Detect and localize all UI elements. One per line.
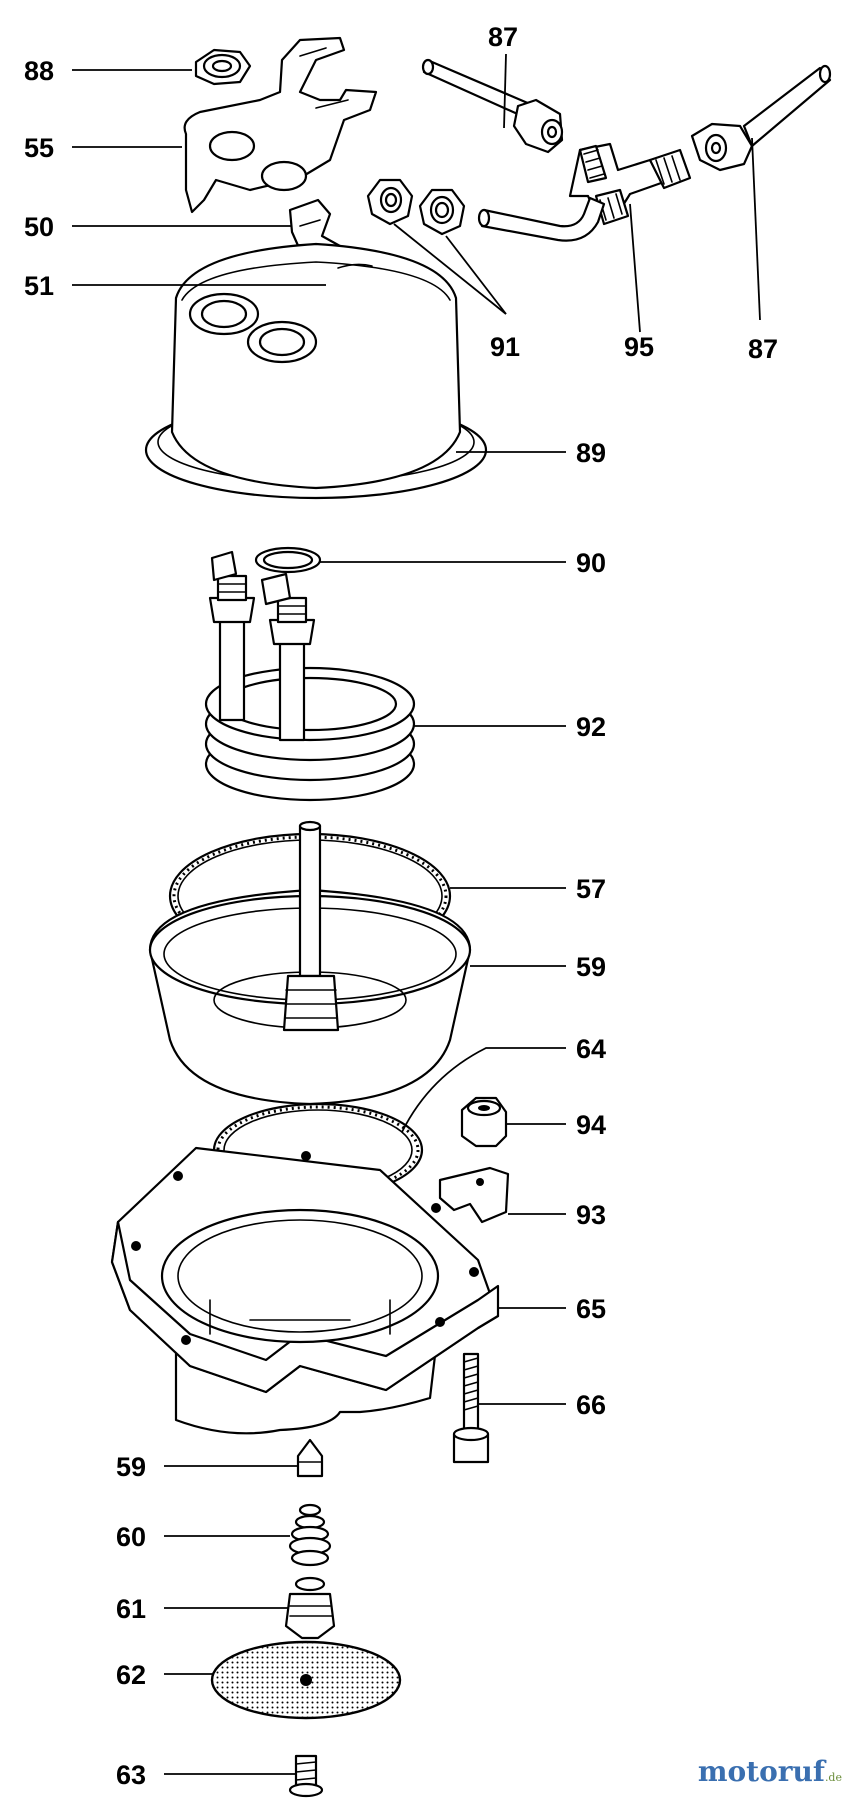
label-64: 64	[576, 1034, 606, 1064]
label-95: 95	[624, 332, 654, 362]
label-60: 60	[116, 1522, 146, 1552]
nozzle-59	[296, 1438, 324, 1478]
base-plate-65	[110, 1146, 500, 1435]
label-66: 66	[576, 1390, 606, 1420]
bracket-55	[183, 36, 378, 214]
watermark-name: motoruf	[697, 1755, 825, 1788]
part-labels: 88 55 50 51 87 91 95 87 89 90 92 57 59 6…	[24, 22, 778, 1790]
label-87-left: 87	[488, 22, 518, 52]
label-94: 94	[576, 1110, 606, 1140]
pipe-87-right	[690, 64, 832, 172]
sieve-62	[210, 1640, 402, 1720]
label-55: 55	[24, 133, 54, 163]
label-62: 62	[116, 1660, 146, 1690]
label-65: 65	[576, 1294, 606, 1324]
nut-94	[460, 1096, 508, 1148]
label-61: 61	[116, 1594, 146, 1624]
watermark-suffix: .de	[824, 1771, 842, 1784]
tee-fitting-95	[568, 142, 692, 226]
screw-63	[288, 1754, 324, 1798]
label-89: 89	[576, 438, 606, 468]
label-50: 50	[24, 212, 54, 242]
label-90: 90	[576, 548, 606, 578]
label-59-upper: 59	[576, 952, 606, 982]
label-93: 93	[576, 1200, 606, 1230]
leader-lines	[72, 53, 761, 1775]
label-57: 57	[576, 874, 606, 904]
label-92: 92	[576, 712, 606, 742]
label-87-right: 87	[748, 334, 778, 364]
label-88: 88	[24, 56, 54, 86]
valve-body-61	[284, 1576, 336, 1640]
screw-66	[452, 1352, 490, 1464]
hex-nut-88	[194, 48, 252, 86]
o-ring-90	[254, 546, 322, 574]
heating-coil-92	[204, 550, 416, 802]
nuts-91	[366, 178, 466, 236]
pipe-87-left	[421, 58, 564, 154]
housing-89	[144, 242, 488, 500]
label-91: 91	[490, 332, 520, 362]
cup-59	[148, 820, 472, 1106]
pipe-95-bend	[477, 196, 606, 242]
label-51: 51	[24, 271, 54, 301]
watermark-logo: motoruf.de	[698, 1755, 842, 1788]
label-63: 63	[116, 1760, 146, 1790]
clip-93	[438, 1166, 510, 1224]
label-59-lower: 59	[116, 1452, 146, 1482]
spring-60	[288, 1503, 332, 1567]
